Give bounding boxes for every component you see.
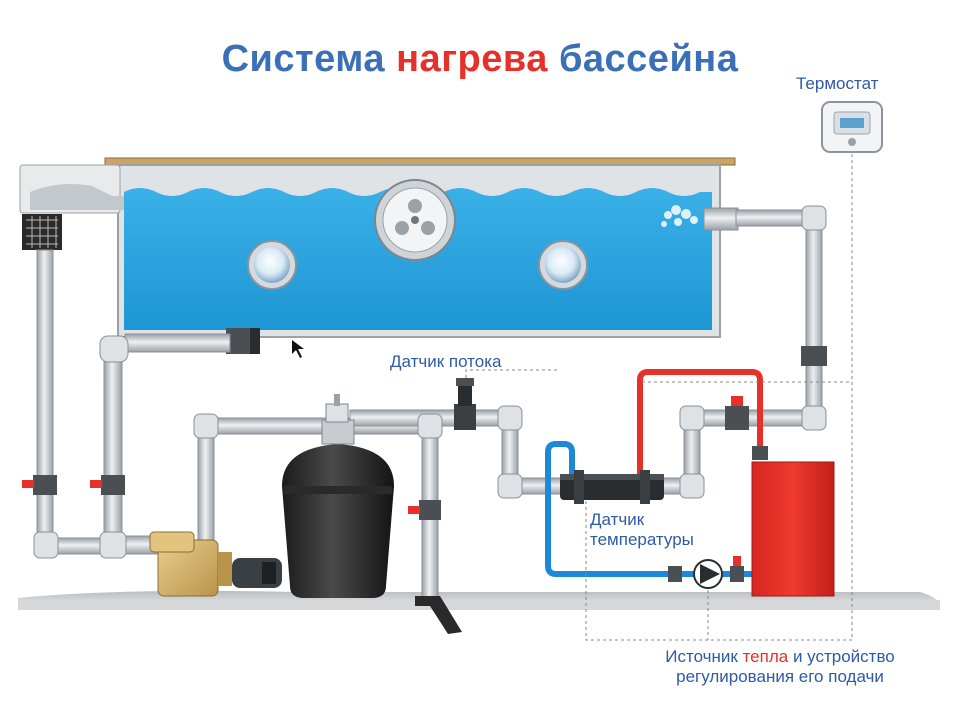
hot-pipe-valve	[752, 446, 768, 460]
pipe-elbows	[33, 205, 827, 559]
label-temp-sensor: Датчик температуры	[590, 510, 694, 550]
heat-exchanger	[560, 470, 664, 504]
skimmer-grid	[26, 216, 58, 248]
title-part-1: Система	[221, 38, 386, 80]
jet-unit	[374, 179, 456, 261]
mouse-cursor-icon	[292, 340, 304, 358]
label-heat-source-line1: Источник тепла и устройство	[600, 647, 960, 667]
thermostat-device	[821, 101, 883, 153]
sand-filter	[282, 394, 394, 598]
label-heat-source-a: Источник	[665, 647, 738, 666]
label-thermostat: Термостат	[796, 74, 879, 93]
hot-pipe	[637, 369, 763, 478]
label-temp-sensor-line2: температуры	[590, 530, 694, 549]
label-flow-sensor: Датчик потока	[390, 352, 502, 371]
return-inlet-bubbles	[661, 205, 698, 227]
floor-edge	[18, 600, 940, 610]
valve-drain	[90, 475, 125, 495]
label-heat-source-b: тепла	[742, 647, 789, 666]
label-heat-source-line2: регулирования его подачи	[676, 667, 884, 686]
diagram-title: Система нагрева бассейна	[0, 38, 960, 81]
control-wiring	[465, 154, 853, 641]
valve-return	[801, 346, 827, 366]
title-part-3: бассейна	[558, 38, 739, 80]
boiler-circulator	[668, 556, 744, 589]
label-temp-sensor-line1: Датчик	[590, 510, 645, 529]
skimmer-throat	[30, 184, 124, 210]
circulation-pump	[149, 531, 282, 597]
heat-source-boiler	[751, 461, 835, 597]
valve-bypass	[725, 396, 749, 430]
title-part-2: нагрева	[396, 38, 548, 80]
pool-light-right	[538, 240, 588, 290]
label-heat-source-c: и устройство	[792, 647, 895, 666]
label-heat-source: Источник тепла и устройство регулировани…	[600, 647, 960, 687]
sewer-drain	[415, 596, 462, 634]
valve-waste	[408, 500, 441, 520]
pool-deck	[104, 157, 736, 166]
return-inlet	[703, 207, 739, 231]
pool-light-left	[247, 240, 297, 290]
valve-skimmer	[22, 475, 57, 495]
flow-sensor	[454, 378, 476, 430]
cold-pipe	[545, 441, 752, 577]
